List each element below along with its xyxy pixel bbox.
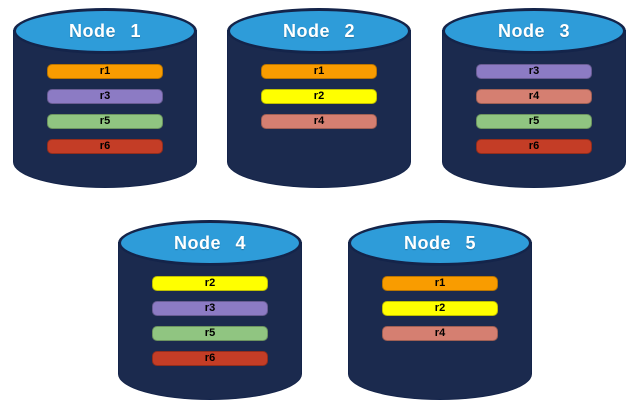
replica-bar-label: r6 <box>99 140 111 152</box>
node-1-replica-list: r1 r3 r5 r6 <box>13 64 197 154</box>
node-5-cylinder: Node 5 r1 r2 r4 <box>348 220 532 400</box>
node-4-label: Node 4 <box>173 232 246 253</box>
replica-bar-label: r2 <box>204 277 216 289</box>
node-1-label: Node 1 <box>68 20 141 41</box>
replica-bar-r6: r6 <box>476 139 592 154</box>
replica-bar-label: r1 <box>434 277 446 289</box>
replica-bar-r1: r1 <box>47 64 163 79</box>
node-1-cylinder: Node 1 r1 r3 r5 r6 <box>13 8 197 188</box>
replica-bar-r3: r3 <box>476 64 592 79</box>
replica-bar-label: r2 <box>434 302 446 314</box>
replica-bar-r5: r5 <box>47 114 163 129</box>
replica-bar-r2: r2 <box>382 301 498 316</box>
replica-bar-r1: r1 <box>261 64 377 79</box>
replica-bar-r3: r3 <box>152 301 268 316</box>
replica-bar-r4: r4 <box>476 89 592 104</box>
replica-bar-label: r6 <box>204 352 216 364</box>
node-2-replica-list: r1 r2 r4 <box>227 64 411 129</box>
replica-bar-r5: r5 <box>476 114 592 129</box>
replica-bar-label: r6 <box>528 140 540 152</box>
replica-bar-label: r5 <box>204 327 216 339</box>
node-4-cylinder-top: Node 4 <box>118 220 302 266</box>
node-5-cylinder-top: Node 5 <box>348 220 532 266</box>
replica-bar-r3: r3 <box>47 89 163 104</box>
replica-bar-label: r4 <box>313 115 325 127</box>
node-3-replica-list: r3 r4 r5 r6 <box>442 64 626 154</box>
node-5-label: Node 5 <box>403 232 476 253</box>
replica-bar-label: r2 <box>313 90 325 102</box>
replica-bar-r1: r1 <box>382 276 498 291</box>
replica-bar-label: r1 <box>99 65 111 77</box>
node-2-cylinder: Node 2 r1 r2 r4 <box>227 8 411 188</box>
replica-bar-label: r1 <box>313 65 325 77</box>
node-2-label: Node 2 <box>282 20 355 41</box>
replica-bar-label: r4 <box>434 327 446 339</box>
replica-bar-r4: r4 <box>382 326 498 341</box>
replica-bar-r2: r2 <box>152 276 268 291</box>
replica-bar-label: r3 <box>99 90 111 102</box>
replica-bar-r6: r6 <box>47 139 163 154</box>
replica-bar-label: r5 <box>528 115 540 127</box>
node-2-cylinder-top: Node 2 <box>227 8 411 54</box>
replica-bar-label: r3 <box>204 302 216 314</box>
replica-bar-r6: r6 <box>152 351 268 366</box>
replica-bar-label: r3 <box>528 65 540 77</box>
replica-bar-r2: r2 <box>261 89 377 104</box>
replica-bar-r4: r4 <box>261 114 377 129</box>
node-1-cylinder-body <box>13 30 197 188</box>
node-4-cylinder: Node 4 r2 r3 r5 r6 <box>118 220 302 400</box>
node-5-replica-list: r1 r2 r4 <box>348 276 532 341</box>
node-4-cylinder-body <box>118 242 302 400</box>
node-3-label: Node 3 <box>497 20 570 41</box>
node-4-replica-list: r2 r3 r5 r6 <box>118 276 302 366</box>
node-3-cylinder: Node 3 r3 r4 r5 r6 <box>442 8 626 188</box>
node-1-cylinder-top: Node 1 <box>13 8 197 54</box>
node-3-cylinder-top: Node 3 <box>442 8 626 54</box>
replica-bar-label: r4 <box>528 90 540 102</box>
replica-bar-label: r5 <box>99 115 111 127</box>
node-3-cylinder-body <box>442 30 626 188</box>
node-2-cylinder-body <box>227 30 411 188</box>
replica-bar-r5: r5 <box>152 326 268 341</box>
node-5-cylinder-body <box>348 242 532 400</box>
